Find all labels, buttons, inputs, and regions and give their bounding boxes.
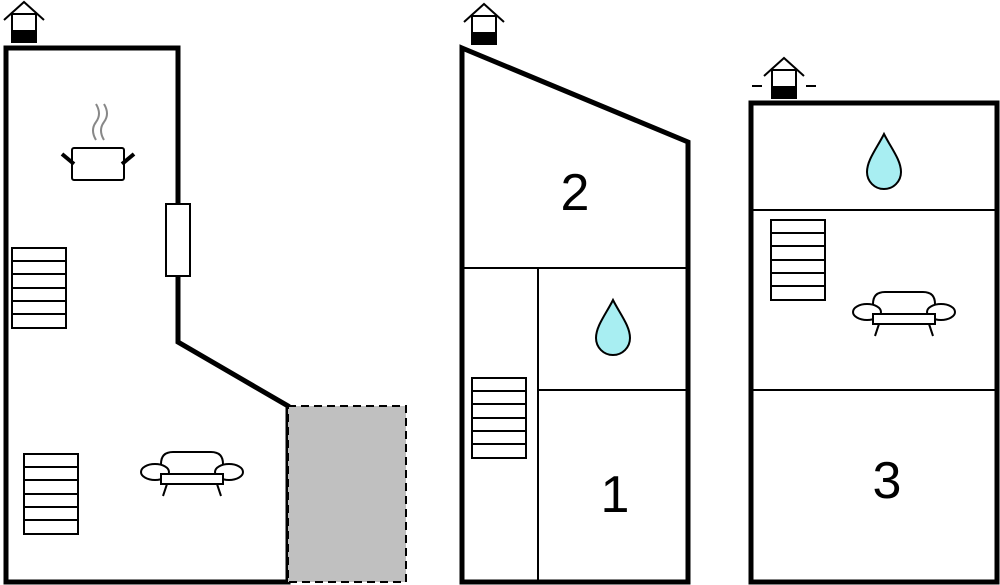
room-number: 3	[873, 452, 902, 510]
sofa-icon	[852, 291, 956, 337]
floor-right: 3	[748, 57, 1000, 585]
stairs-icon	[23, 453, 79, 535]
stairs-icon	[770, 219, 826, 301]
sofa-icon	[140, 451, 244, 497]
cooking-pot-icon	[60, 103, 136, 181]
middle-floor-outline	[459, 44, 691, 585]
entrance-house-icon	[3, 1, 45, 43]
stairs-icon	[471, 377, 527, 459]
water-drop-icon	[866, 133, 902, 190]
window	[165, 203, 191, 277]
entrance-house-icon	[463, 3, 505, 45]
terrace-area	[287, 405, 407, 583]
stairs-icon	[11, 247, 67, 329]
floor-middle: 2 1	[459, 3, 691, 585]
room-number: 2	[561, 164, 590, 222]
water-drop-icon	[595, 299, 631, 356]
room-number: 1	[601, 466, 630, 524]
right-floor-outline	[748, 100, 1000, 585]
entrance-house-icon	[752, 57, 816, 99]
floor-ground	[3, 1, 407, 585]
